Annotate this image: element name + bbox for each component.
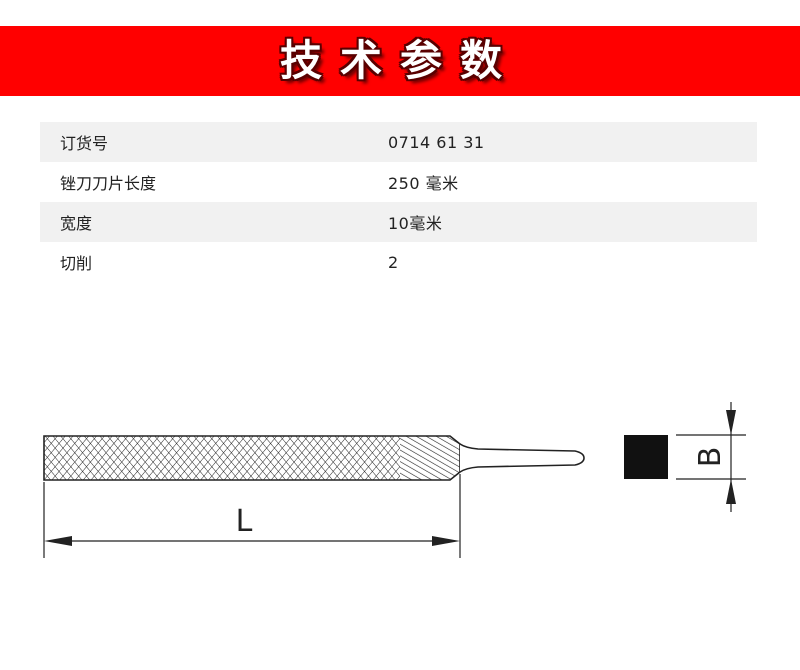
- spec-row-cut: 切削 2: [40, 242, 757, 282]
- spec-row-width: 宽度 10毫米: [40, 202, 757, 242]
- width-label: B: [693, 447, 728, 468]
- spec-value: 0714 61 31: [388, 132, 485, 152]
- spec-label: 锉刀刀片长度: [60, 174, 157, 193]
- spec-row-blade-length: 锉刀刀片长度 250 毫米: [40, 162, 757, 202]
- spec-label: 订货号: [60, 134, 109, 153]
- spec-value: 10毫米: [388, 214, 443, 233]
- title-banner: 技术参数: [0, 26, 800, 96]
- length-label: L: [236, 504, 253, 539]
- file-blade: [43, 435, 461, 481]
- spec-table: 订货号 0714 61 31 锉刀刀片长度 250 毫米 宽度 10毫米 切削 …: [40, 122, 757, 282]
- file-tang: [459, 443, 585, 473]
- spec-value: 250 毫米: [388, 174, 459, 193]
- spec-label: 切削: [60, 254, 93, 273]
- spec-label: 宽度: [60, 214, 93, 233]
- width-dimension: [676, 402, 746, 512]
- banner-title: 技术参数: [279, 36, 520, 85]
- spec-row-order-number: 订货号 0714 61 31: [40, 122, 757, 162]
- spec-value: 2: [388, 252, 399, 272]
- cross-section-square: [624, 435, 668, 479]
- length-dimension: [43, 474, 461, 558]
